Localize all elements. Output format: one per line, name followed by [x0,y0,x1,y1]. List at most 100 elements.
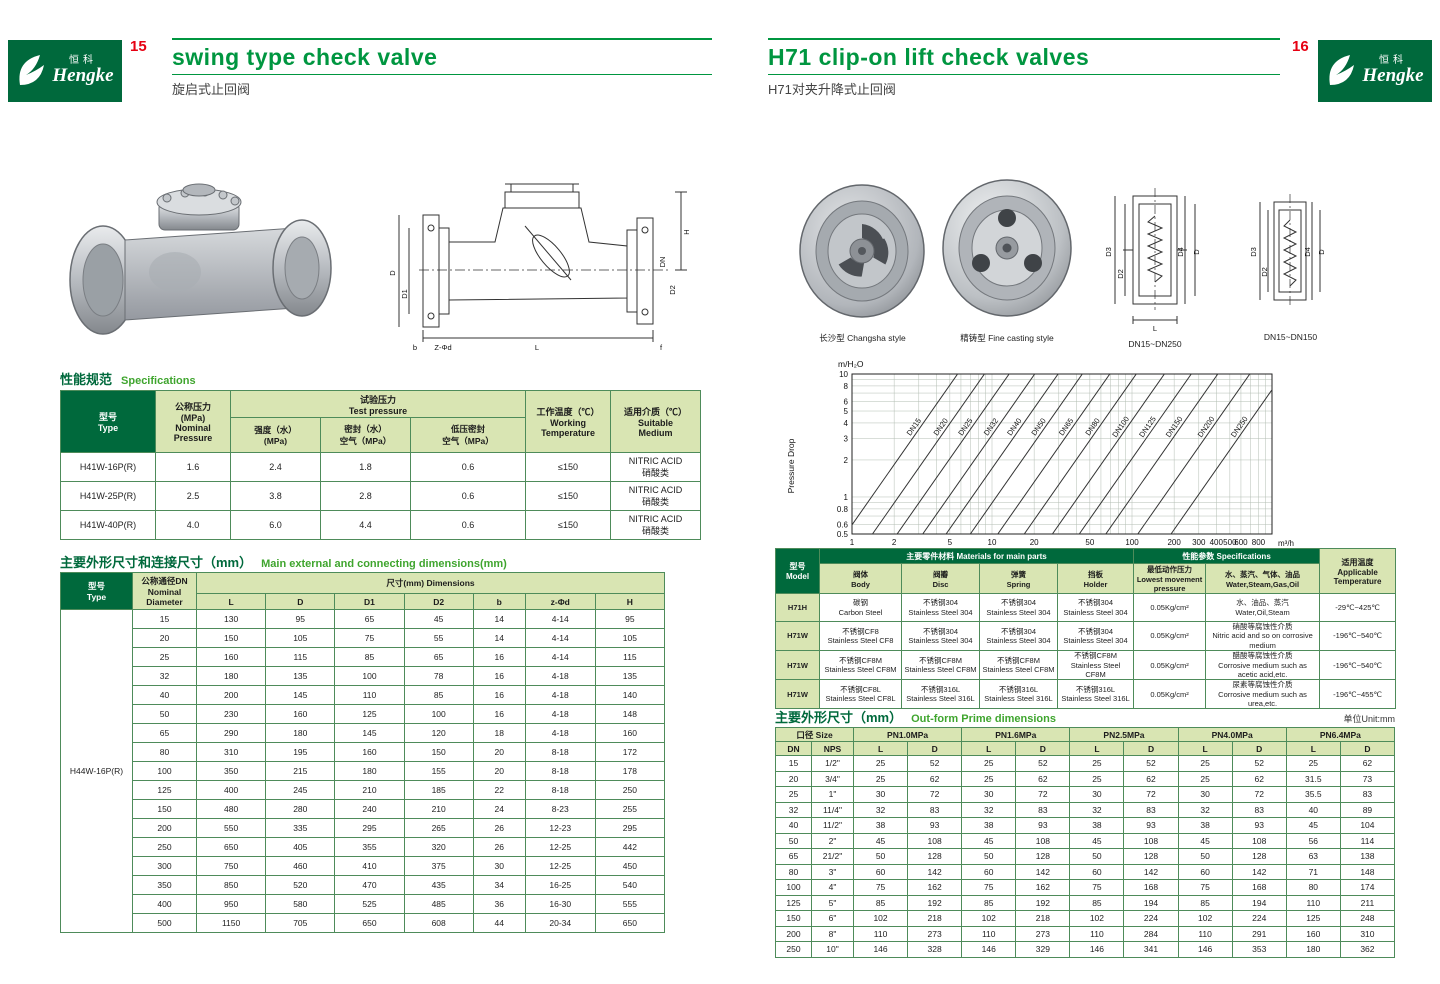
table-cell: 100 [775,879,812,896]
table-cell: 160 [265,704,336,724]
table-cell: 435 [403,875,474,895]
table-cell: 195 [265,742,336,762]
table-cell: 211 [1339,894,1396,911]
table-cell: 55 [403,628,474,648]
table-cell: 38 [1069,817,1125,834]
table-cell: 150 [775,910,812,927]
svg-text:b: b [413,343,417,352]
table-cell: 115 [265,647,336,667]
table-cell: 291 [1231,925,1287,942]
table-cell: 25 [1177,770,1233,787]
table-cell: 18 [472,723,526,743]
table-cell: 180 [1285,941,1341,958]
brand-name-script: Hengke [1362,65,1424,87]
table-cell: 72 [1015,786,1071,803]
table-cell: 醋酸等腐蚀性介质 Corrosive medium such as acetic… [1205,650,1321,681]
svg-text:D3: D3 [1104,247,1113,257]
x-axis-tick: 2 [892,538,897,547]
spec-section-heading: 性能规范 Specifications [60,369,196,388]
table-cell: 194 [1123,894,1179,911]
table-cell: 25 [1285,755,1341,772]
table-cell: 174 [1339,879,1396,896]
table-cell: 215 [265,761,336,781]
table-cell: 146 [1177,941,1233,958]
flow-line-DN25 [896,374,1010,534]
svg-text:D2: D2 [1116,269,1125,279]
flow-line-DN125 [1078,374,1192,534]
table-cell: 75 [1177,879,1233,896]
table-cell: -29℃~425℃ [1319,593,1397,622]
table-cell: 4-14 [524,609,596,629]
table-cell: 21/2" [811,848,854,865]
table-cell: 38 [1177,817,1233,834]
table-header-row: L D D1 D2 b z-Φd H [61,593,666,610]
table-cell: 不锈钢304 Stainless Steel 304 [901,620,980,652]
outform-heading-cn: 主要外形尺寸（mm） [775,710,903,725]
table-cell: 162 [1015,879,1071,896]
drawing-caption: DN15~DN150 [1263,332,1318,342]
table-cell: 2.5 [155,481,231,511]
table-cell: 85 [1177,894,1233,911]
table-cell: 950 [195,894,267,914]
swing-valve-drawing: D D1 DN D2 H L Z-Φd b f [385,170,695,360]
col-header-pn25: PN2.5MPa [1069,727,1179,742]
table-cell: 210 [403,799,474,819]
table-cell: 38 [961,817,1017,834]
table-cell: 245 [265,780,336,800]
table-cell: 1.8 [320,452,411,482]
y-axis-tick: 2 [844,456,849,465]
table-cell: 36 [472,894,526,914]
table-cell: 555 [594,894,666,914]
table-cell: 8-23 [524,799,596,819]
table-cell: 40 [775,817,812,834]
col-header-dn: DN [775,741,812,756]
drawing-dimension-labels: D3 D2 D4 D [1249,247,1326,277]
table-cell: 80 [132,742,197,762]
table-cell: 0.05Kg/cm² [1133,650,1207,681]
table-cell: 38 [852,817,909,834]
table-cell: 72 [1231,786,1287,803]
table-cell: 24 [472,799,526,819]
table-cell: 85 [403,685,474,705]
table-cell: 不锈钢CF8M Stainless Steel CF8M [979,650,1058,681]
table-cell: 93 [1123,817,1179,834]
table-cell: 30 [472,856,526,876]
y-axis-label: Pressure Drop [786,438,796,493]
col-header-test-pressure: 试验压力 Test pressure [229,390,527,418]
table-cell: 4-18 [524,704,596,724]
x-axis-tick: 5 [948,538,953,547]
left-page-title-block: swing type check valve 旋启式止回阀 [172,38,712,98]
table-cell: 2.8 [320,481,411,511]
table-cell: 不锈钢316L Stainless Steel 316L [979,679,1058,710]
table-cell: 45 [403,609,474,629]
left-page-number: 15 [130,38,147,55]
table-cell: H71W [775,620,820,652]
spec-heading-cn: 性能规范 [60,372,113,387]
table-cell: 180 [265,723,336,743]
table-header-row: 强度（水） (MPa) 密封（水） 空气（MPa） 低压密封 空气（MPa） [61,417,701,453]
y-axis-unit: m/H₂O [838,359,864,369]
svg-text:D2: D2 [1260,267,1269,277]
table-cell: 不锈钢304 Stainless Steel 304 [1056,593,1135,622]
spec-heading-en: Specifications [121,375,196,387]
flow-line-DN100 [1051,374,1165,534]
table-cell: 108 [907,832,963,849]
col-header-pn16: PN1.6MPa [961,727,1071,742]
table-cell: 50 [132,704,197,724]
table-cell: 25 [132,647,197,667]
table-cell: 0.6 [409,510,527,540]
right-page-number: 16 [1292,38,1309,55]
table-cell: 240 [334,799,405,819]
table-cell: 56 [1285,832,1341,849]
table-cell: 224 [1123,910,1179,927]
table-cell: 35.5 [1285,786,1341,803]
col-header-type: 型号 Type [60,390,156,453]
